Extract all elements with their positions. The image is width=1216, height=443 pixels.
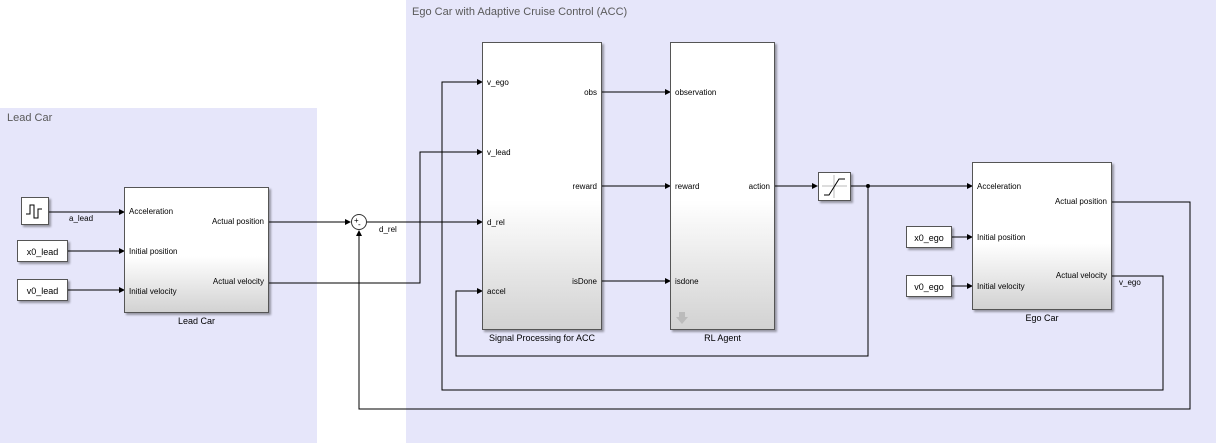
wire-lead-velocity — [269, 149, 483, 284]
sp-port-reward: reward — [572, 182, 597, 191]
ego-car-port-initial-position: Initial position — [977, 233, 1026, 242]
sum-plus-sign: + — [354, 216, 359, 225]
sp-port-obs: obs — [584, 88, 597, 97]
wire-ego-position — [356, 201, 1191, 410]
rl-port-observation: observation — [675, 88, 717, 97]
down-arrow-icon — [676, 312, 688, 324]
lead-car-area-title: Lead Car — [7, 112, 53, 124]
sp-port-v-ego: v_ego — [487, 78, 509, 87]
branch-point — [866, 184, 870, 188]
ego-car-port-initial-velocity: Initial velocity — [977, 282, 1025, 291]
sum-minus-sign: - — [358, 220, 361, 229]
sp-port-v-lead: v_lead — [487, 148, 511, 157]
lead-car-block[interactable]: Acceleration Initial position Initial ve… — [124, 187, 269, 313]
signal-label-d-rel: d_rel — [379, 225, 397, 234]
rl-agent-block[interactable]: observation reward isdone action — [670, 42, 775, 330]
x0-lead-constant[interactable]: x0_lead — [17, 240, 68, 262]
sum-block[interactable]: + - — [351, 214, 367, 230]
saturation-icon — [822, 175, 847, 198]
ego-car-port-actual-position: Actual position — [1054, 197, 1107, 206]
v0-ego-constant[interactable]: v0_ego — [906, 275, 952, 297]
rl-port-isdone: isdone — [675, 277, 699, 286]
saturation-block[interactable] — [818, 172, 851, 201]
sp-port-d-rel: d_rel — [487, 218, 505, 227]
lead-car-port-actual-position: Actual position — [211, 217, 264, 226]
wire-ego-velocity — [441, 79, 1164, 391]
lead-car-caption: Lead Car — [177, 316, 216, 326]
rl-port-action: action — [748, 182, 770, 191]
signal-processing-block[interactable]: v_ego v_lead d_rel accel obs reward isDo… — [482, 42, 602, 330]
ego-car-caption: Ego Car — [1025, 313, 1059, 323]
ego-car-port-actual-velocity: Actual velocity — [1055, 271, 1107, 280]
sp-port-accel: accel — [487, 287, 506, 296]
rl-agent-caption: RL Agent — [704, 333, 741, 343]
lead-car-port-acceleration: Acceleration — [129, 207, 174, 216]
v0-lead-constant[interactable]: v0_lead — [17, 279, 68, 301]
signal-label-v-ego: v_ego — [1119, 278, 1141, 287]
lead-car-port-initial-position: Initial position — [129, 247, 178, 256]
square-wave-icon — [26, 204, 42, 219]
wire-accel-feedback — [455, 186, 869, 357]
signal-processing-caption: Signal Processing for ACC — [488, 333, 596, 343]
lead-car-port-actual-velocity: Actual velocity — [212, 277, 264, 286]
ego-acc-area-title: Ego Car with Adaptive Cruise Control (AC… — [412, 6, 628, 18]
ego-car-block[interactable]: Acceleration Initial position Initial ve… — [972, 162, 1112, 310]
rl-port-reward: reward — [675, 182, 700, 191]
lead-car-port-initial-velocity: Initial velocity — [129, 287, 177, 296]
ego-car-port-acceleration: Acceleration — [977, 182, 1022, 191]
x0-ego-constant[interactable]: x0_ego — [906, 226, 952, 248]
signal-source-block[interactable] — [21, 197, 49, 225]
signal-label-a-lead: a_lead — [69, 214, 94, 223]
sp-port-isdone: isDone — [572, 277, 597, 286]
